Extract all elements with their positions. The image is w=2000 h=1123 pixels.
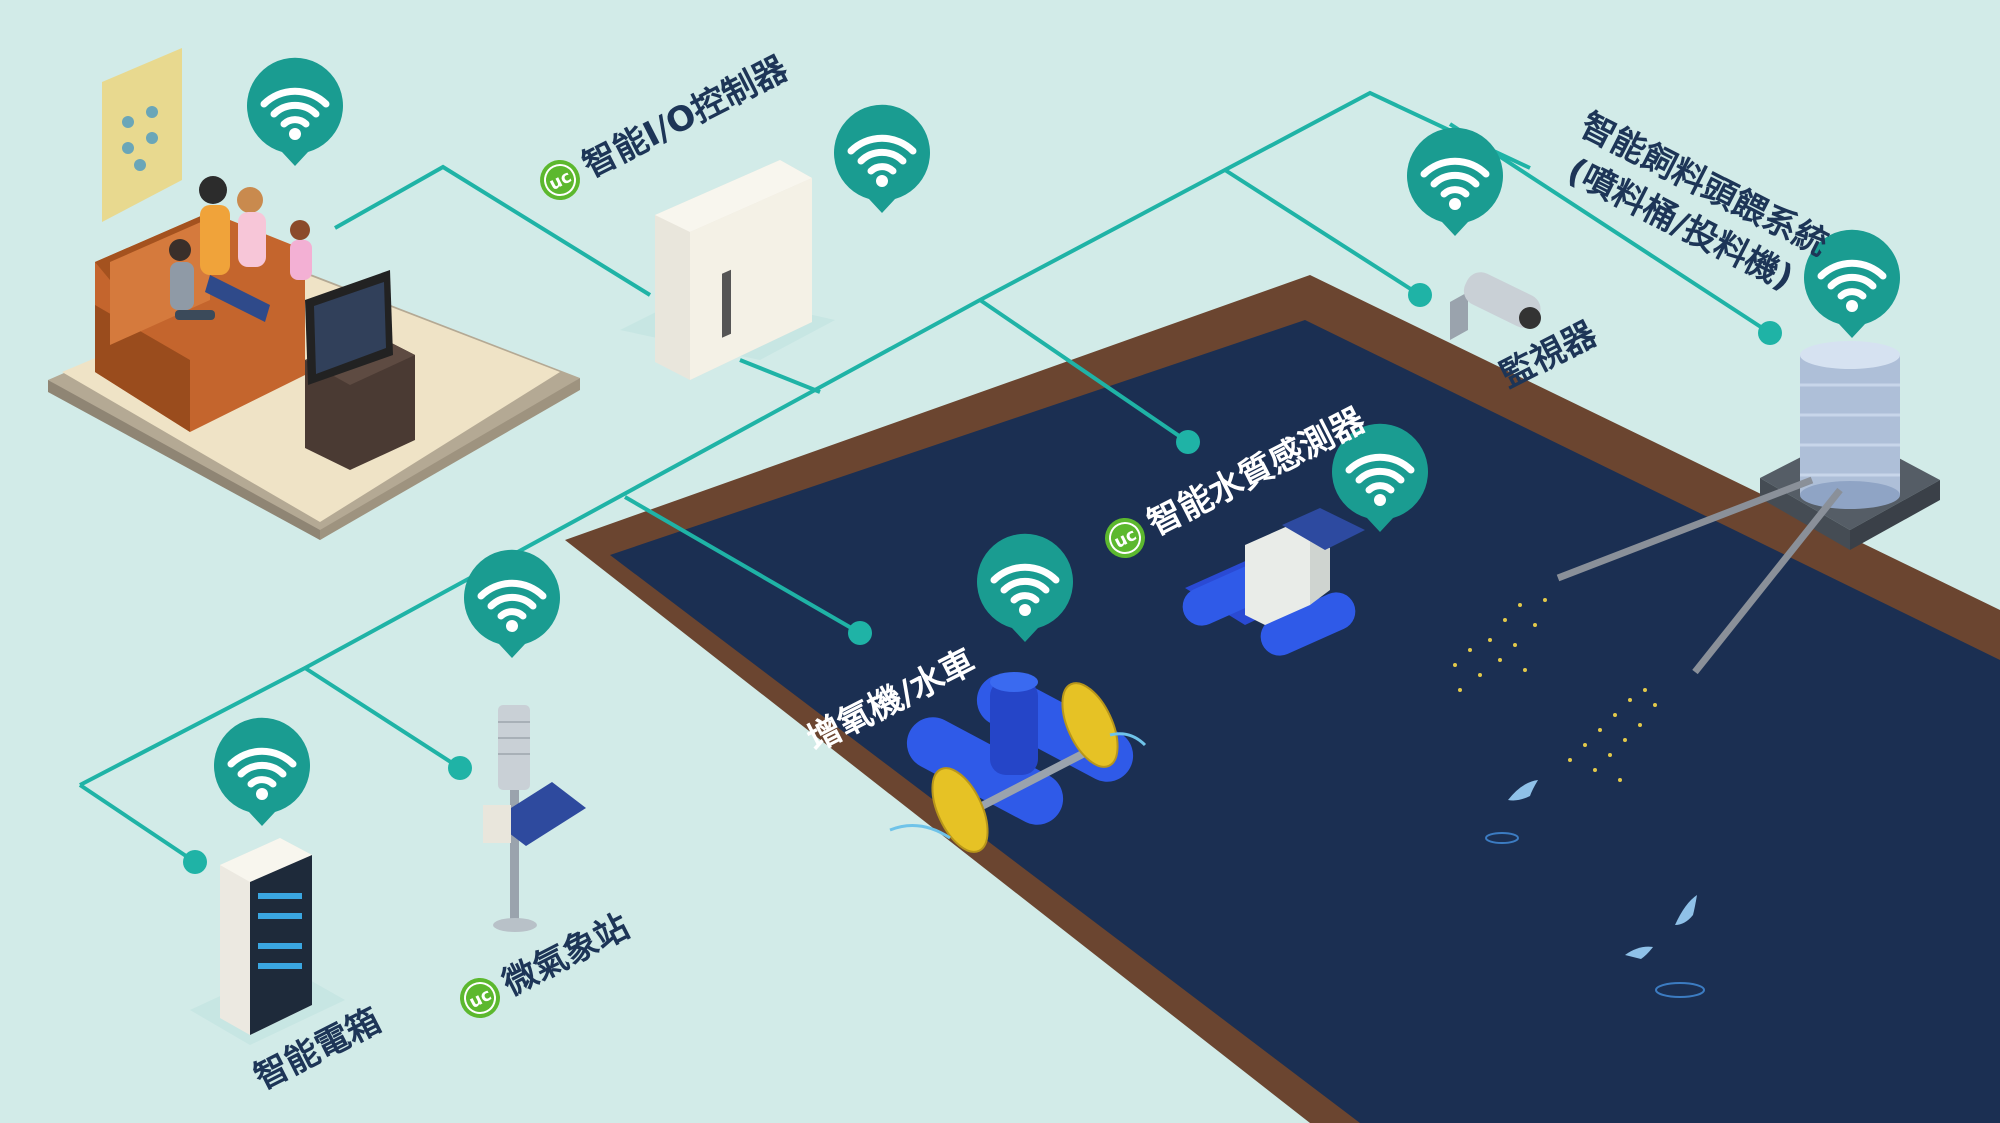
fish-pond (565, 275, 2000, 1123)
io-controller-label-text: 智能I/O控制器 (576, 48, 795, 186)
feed-pellets (1453, 598, 1657, 782)
family (169, 176, 312, 322)
electric-box-wifi-icon (214, 718, 310, 826)
water-quality-sensor (1182, 508, 1365, 656)
camera-wifi-icon (1407, 128, 1503, 236)
weather-station-wifi-icon (464, 550, 560, 658)
weather-station-label: uc 微氣象站 (452, 907, 636, 1026)
connection-nodes (183, 283, 1782, 874)
network-lines (78, 90, 1772, 864)
paddlewheel-aerator (889, 672, 1147, 853)
micro-weather-station (483, 705, 586, 932)
home-living-room (48, 48, 580, 540)
fish (1485, 780, 1705, 998)
smart-electric-box (190, 838, 345, 1045)
tv-set (305, 270, 415, 470)
io-controller-cabinet (620, 160, 835, 380)
io-controller-wifi-icon (834, 105, 930, 213)
auto-feeder-system (1556, 341, 1940, 675)
surveillance-camera (1450, 272, 1541, 340)
wall-dashboard (102, 48, 182, 222)
home-wifi-icon (247, 58, 343, 166)
camera-label: 監視器 (1494, 314, 1604, 396)
